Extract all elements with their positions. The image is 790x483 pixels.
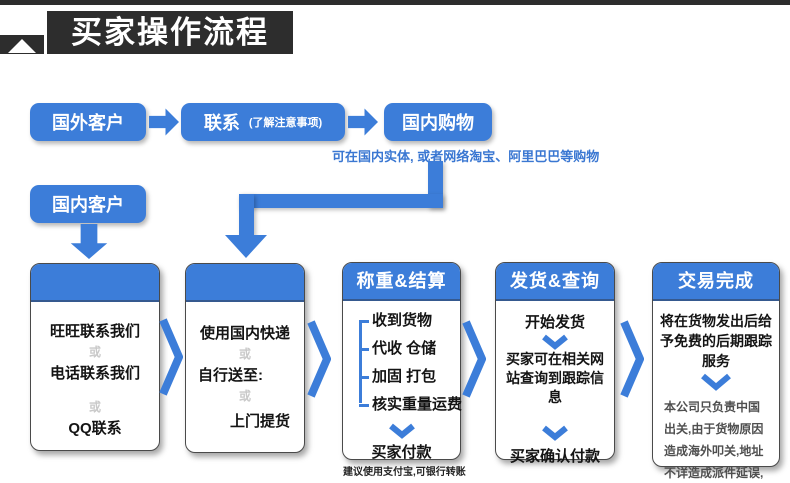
after-service-text: 将在货物发出后给予免费的后期跟踪服务	[660, 313, 772, 369]
elbow-connector-segment	[239, 194, 443, 208]
card-header: 称重&结算	[343, 263, 460, 301]
card-body: 开始发货 买家可在相关网站查询到跟踪信息 买家确认付款	[496, 311, 614, 466]
arrow-down-icon	[70, 224, 108, 259]
or-label: 或	[88, 345, 101, 359]
weighing-step: 加固 打包	[359, 367, 460, 387]
shipping-step: 买家可在相关网站查询到跟踪信息	[506, 351, 604, 405]
weighing-step: 核实重量运费	[359, 395, 462, 415]
chevron-right-icon	[620, 320, 644, 398]
page-title: 买家操作流程	[47, 11, 293, 54]
node-domestic-shopping: 国内购物	[384, 103, 492, 141]
node-domestic-customer: 国内客户	[30, 185, 146, 223]
payment-note: 建议使用支付宝,可银行转账	[343, 467, 466, 478]
delivery-option: 上门提货	[229, 413, 290, 430]
triangle-up-icon	[8, 39, 36, 53]
card-transaction-complete: 交易完成 将在货物发出后给予免费的后期跟踪服务 本公司只负责中国出关,由于货物原…	[652, 262, 780, 480]
card-body: 收到货物 代收 仓储 加固 打包 核实重量运费 买家付款 建议使用支付宝,可银行…	[343, 311, 466, 478]
card-delivery-methods: 使用国内快递 或 自行送至: 或 上门提货	[185, 263, 305, 453]
shipping-step: 开始发货	[524, 314, 585, 331]
card-contact-methods: 旺旺联系我们 或 电话联系我们 或 QQ联系	[30, 263, 160, 451]
chevron-right-icon	[462, 320, 486, 398]
node-contact: 联系 (了解注意事项)	[181, 103, 345, 141]
shipping-step: 买家确认付款	[509, 448, 600, 465]
card-weighing-settlement: 称重&结算 收到货物 代收 仓储 加固 打包 核实重量运费 买家付款 建议使用支…	[342, 262, 466, 478]
card-shipping-query: 发货&查询 开始发货 买家可在相关网站查询到跟踪信息 买家确认付款	[495, 262, 615, 465]
or-label: 或	[238, 389, 251, 403]
contact-option: 电话联系我们	[49, 365, 140, 382]
card-body: 旺旺联系我们 或 电话联系我们 或 QQ联系	[31, 302, 159, 438]
contact-option: 旺旺联系我们	[49, 323, 140, 340]
shopping-note: 可在国内实体, 或者网络淘宝、阿里巴巴等购物	[332, 149, 600, 164]
node-foreign-customer: 国外客户	[30, 103, 146, 141]
elbow-connector-arrowhead-icon	[225, 235, 267, 258]
weighing-step-list: 收到货物 代收 仓储 加固 打包 核实重量运费	[359, 311, 462, 415]
card-header	[186, 264, 304, 302]
arrow-right-icon	[149, 108, 179, 136]
or-label: 或	[238, 347, 251, 361]
weighing-step: 代收 仓储	[359, 339, 460, 359]
disclaimer-text: 本公司只负责中国出关,由于货物原因造成海外叩关,地址不详造成派件延误,退回本公司…	[664, 400, 764, 480]
card-body: 将在货物发出后给予免费的后期跟踪服务 本公司只负责中国出关,由于货物原因造成海外…	[653, 311, 779, 483]
node-contact-label: 联系	[203, 113, 240, 133]
card-header: 发货&查询	[496, 263, 614, 301]
payment-label: 买家付款	[371, 444, 432, 461]
elbow-connector-segment	[239, 194, 254, 236]
contact-option: QQ联系	[68, 420, 122, 437]
chevron-down-icon	[701, 373, 731, 391]
chevron-down-icon	[388, 423, 415, 439]
card-body: 使用国内快递 或 自行送至: 或 上门提货	[186, 302, 304, 431]
card-header	[31, 264, 159, 302]
weighing-step: 收到货物	[359, 311, 460, 331]
header-underline	[0, 0, 790, 5]
chevron-down-icon	[542, 425, 568, 441]
arrow-right-icon	[348, 108, 378, 136]
header-mark	[0, 35, 44, 54]
or-label: 或	[88, 400, 101, 414]
node-contact-note: (了解注意事项)	[248, 117, 323, 129]
chevron-right-icon	[159, 318, 183, 396]
delivery-option: 自行送至:	[198, 367, 263, 384]
card-header: 交易完成	[653, 263, 779, 301]
chevron-right-icon	[307, 320, 331, 398]
delivery-option: 使用国内快递	[199, 325, 290, 342]
chevron-down-icon	[542, 334, 568, 350]
